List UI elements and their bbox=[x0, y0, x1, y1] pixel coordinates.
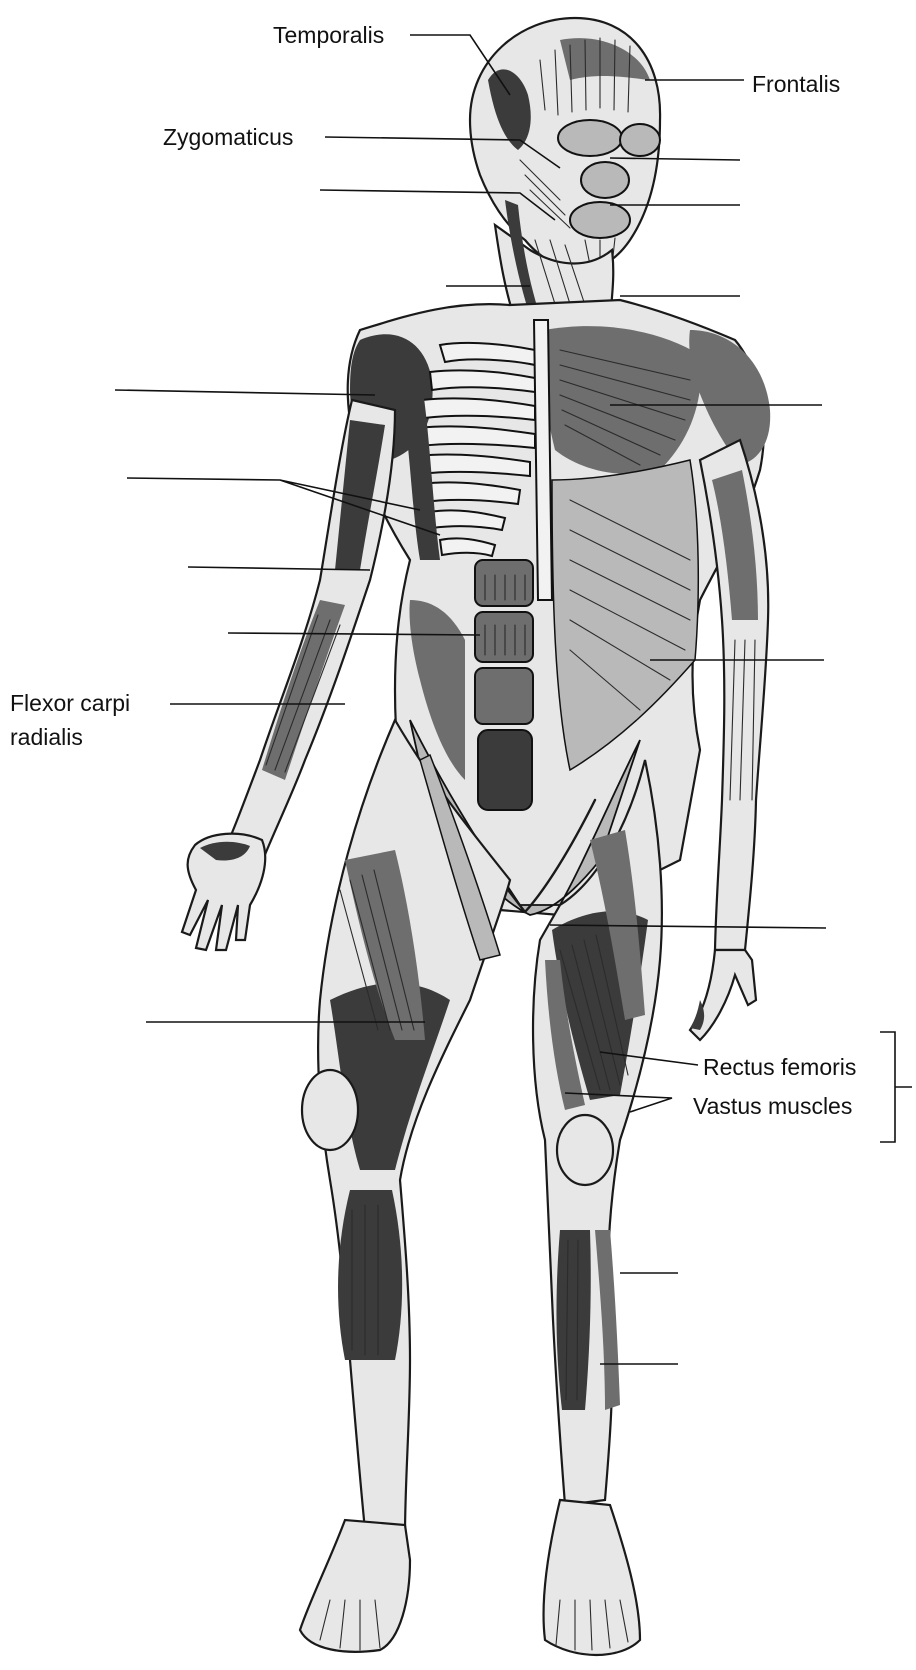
label-flexor-carpi-line2: radialis bbox=[10, 724, 83, 750]
label-rectus-femoris: Rectus femoris bbox=[703, 1054, 856, 1080]
leg-left bbox=[300, 720, 510, 1652]
rectus-abdominis bbox=[475, 560, 533, 810]
leader-blank-6 bbox=[115, 390, 375, 395]
quadriceps-bracket bbox=[880, 1032, 912, 1142]
foot-left bbox=[300, 1520, 410, 1652]
sternum bbox=[534, 320, 552, 600]
label-zygomaticus: Zygomaticus bbox=[163, 124, 293, 150]
gastrocnemius-left bbox=[338, 1190, 402, 1360]
label-vastus-muscles: Vastus muscles bbox=[693, 1093, 852, 1119]
label-flexor-carpi-line1: Flexor carpi bbox=[10, 690, 130, 716]
human-body-figure bbox=[182, 18, 770, 1655]
tibialis-anterior bbox=[556, 1230, 590, 1410]
label-temporalis: Temporalis bbox=[273, 22, 384, 48]
label-frontalis: Frontalis bbox=[752, 71, 840, 97]
